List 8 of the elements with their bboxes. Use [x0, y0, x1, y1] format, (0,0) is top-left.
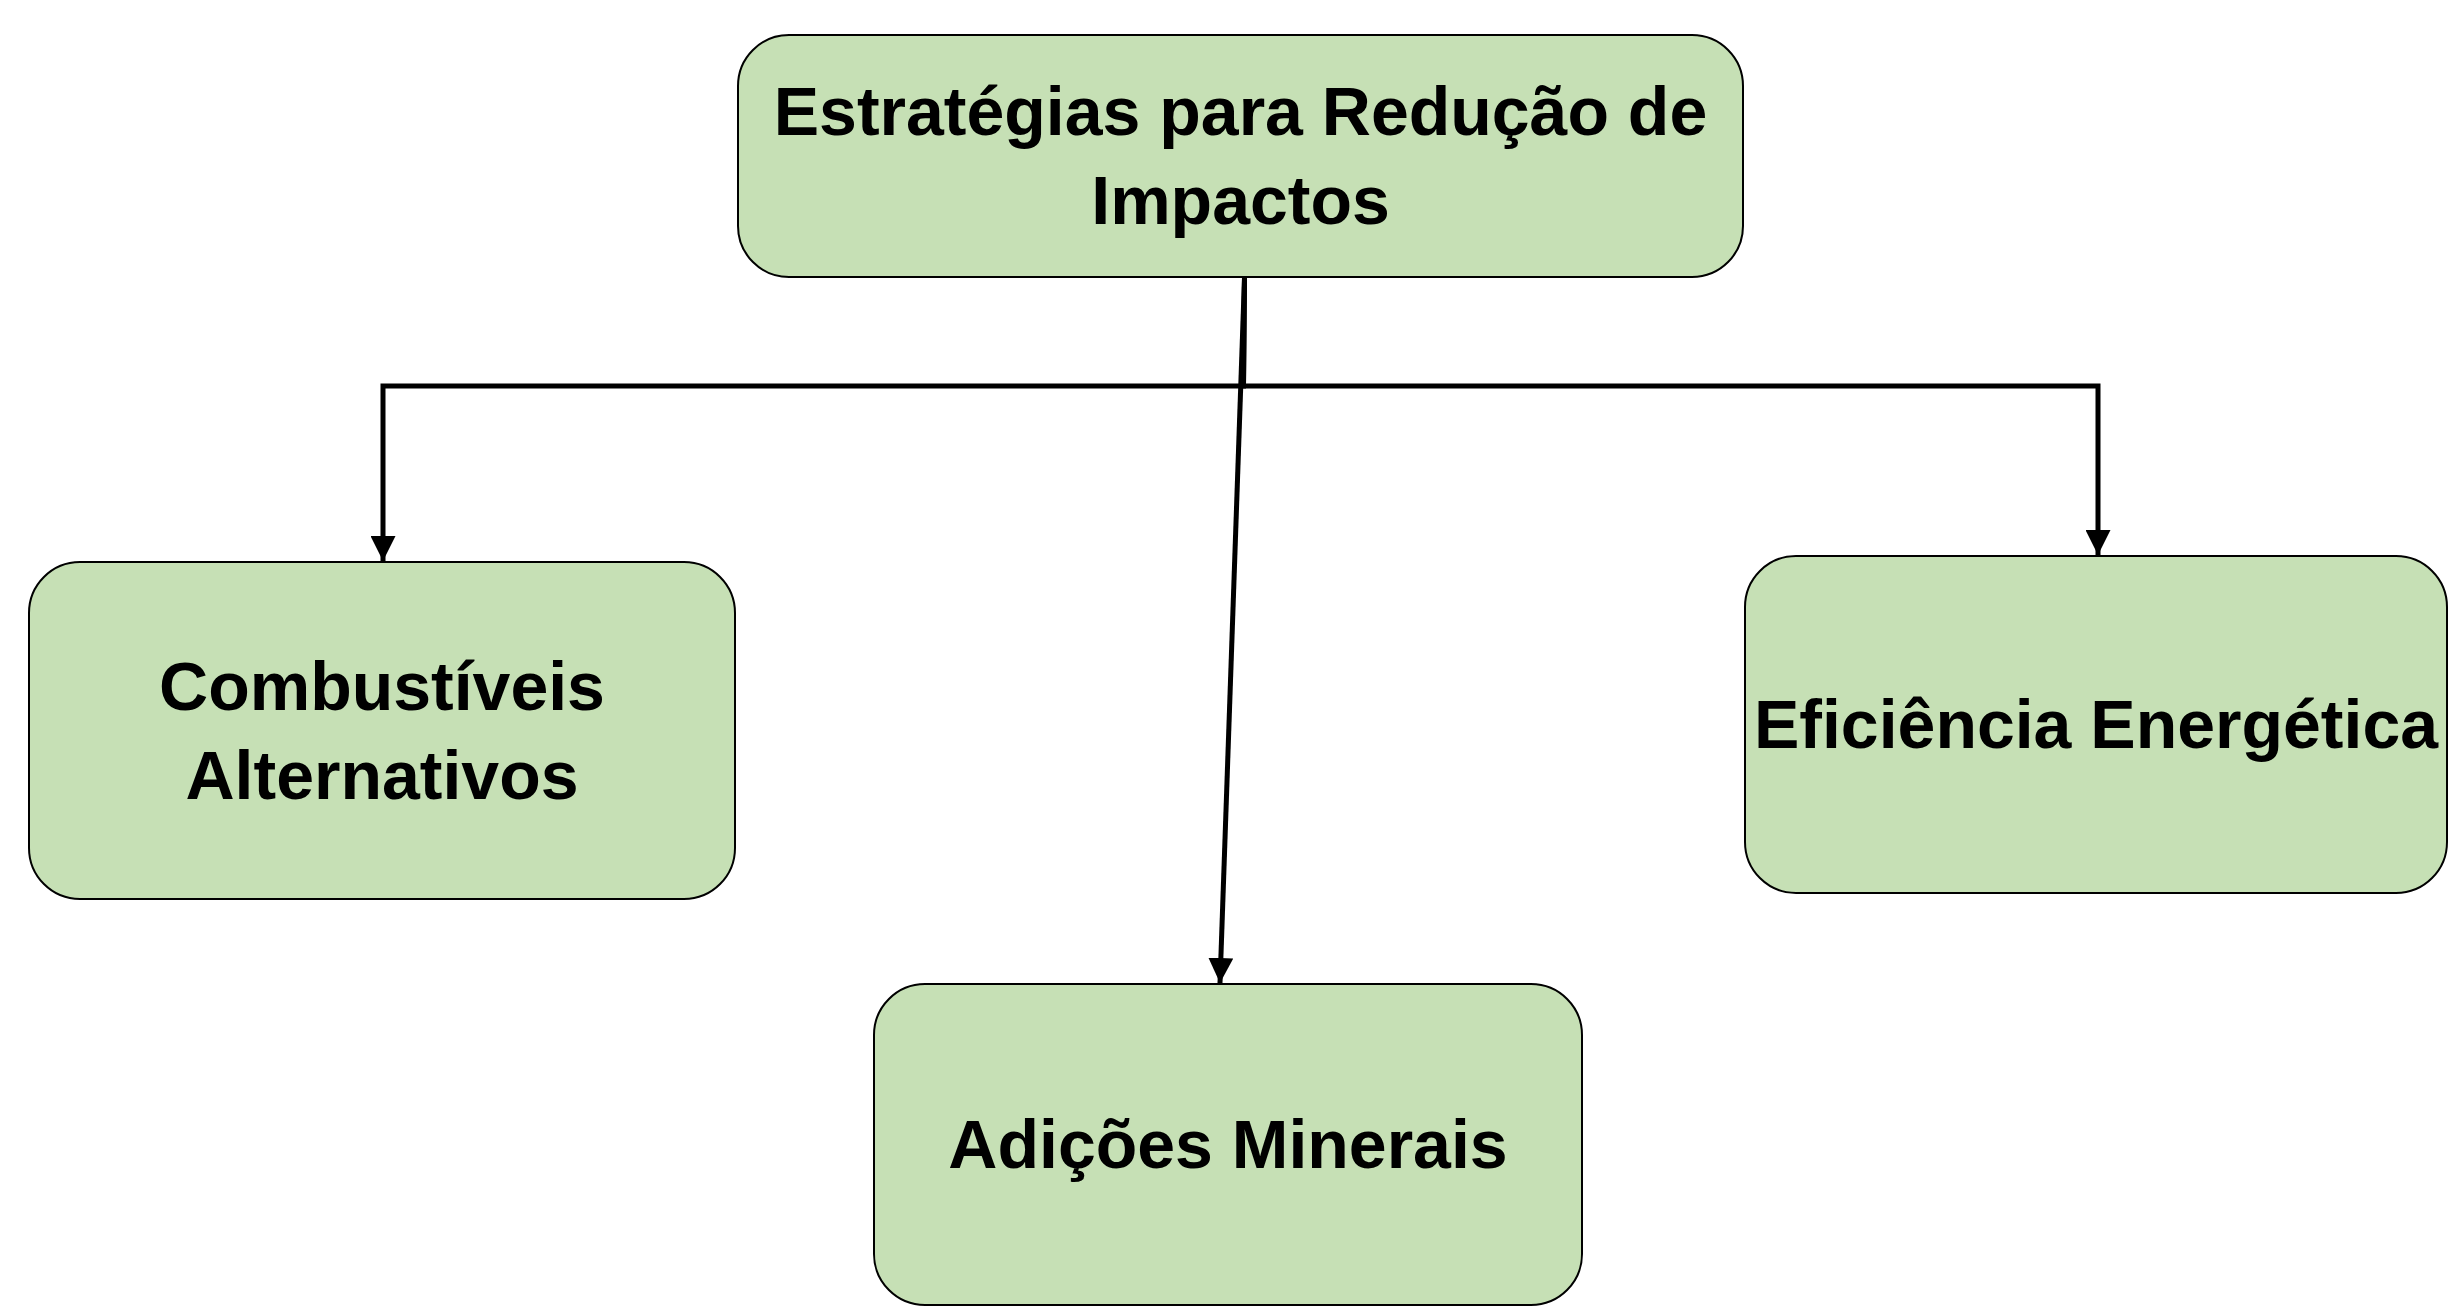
process-box — [1744, 555, 2448, 894]
process-box — [737, 34, 1744, 278]
box-label: Combustíveis Alternativos — [158, 646, 606, 815]
box-label: Adições Minerais — [948, 1105, 1508, 1184]
box-label: Eficiência Energética — [1753, 685, 2439, 764]
box-label: Estratégias para Redução de Impactos — [772, 72, 1709, 240]
process-box — [28, 561, 736, 900]
process-box — [873, 983, 1583, 1306]
